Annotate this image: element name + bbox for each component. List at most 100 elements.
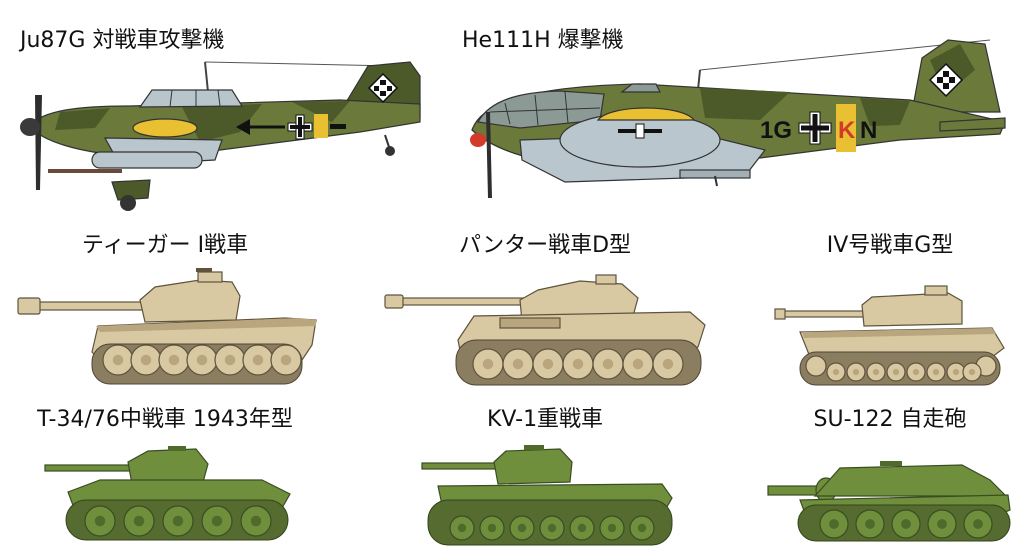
- wing-root-yellow: [132, 118, 198, 138]
- wheel-hub: [133, 515, 145, 527]
- tiger-label: ティーガー I戦車: [81, 233, 249, 258]
- wheel-hub: [952, 368, 960, 376]
- wheel-hub: [852, 368, 860, 376]
- wheel-hub: [224, 354, 236, 366]
- wheel-hub: [457, 523, 467, 533]
- gun-barrel: [781, 310, 867, 318]
- muzzle-brake: [774, 308, 786, 320]
- t-34-76-tank: [44, 446, 291, 541]
- canopy: [138, 89, 244, 108]
- arrow-head: [236, 119, 250, 135]
- turret: [127, 448, 209, 485]
- camouflage-patch: [292, 101, 350, 122]
- unit-code-letter-n: N: [860, 117, 877, 144]
- gun-barrel: [44, 464, 138, 472]
- fender: [802, 328, 996, 338]
- wheel-hub: [572, 358, 584, 370]
- wheel-hub: [542, 358, 554, 370]
- black-bar-marking: [330, 124, 346, 129]
- wheel-hub: [872, 368, 880, 376]
- turret-hatch: [524, 445, 544, 450]
- he111h-aircraft: 1G K N: [470, 39, 1006, 199]
- wheel-hub: [280, 354, 292, 366]
- unit-code-prefix: 1G: [760, 117, 792, 144]
- wheel-hub: [252, 354, 264, 366]
- dorsal-turret: [620, 83, 661, 93]
- spinner: [470, 133, 486, 147]
- road-wheel-set: [449, 515, 655, 541]
- panther-label: パンター戦車D型: [458, 233, 632, 258]
- commander-cupola: [197, 271, 223, 283]
- commander-cupola: [595, 274, 617, 285]
- he111h-label: He111H 爆撃機: [462, 28, 624, 53]
- balkenkreuz-insignia: [287, 114, 313, 140]
- su122-label: SU-122 自走砲: [813, 407, 967, 432]
- wheel-hub: [632, 358, 644, 370]
- wheel-hub: [829, 519, 839, 529]
- spinner: [20, 118, 40, 136]
- road-wheel-set: [826, 362, 982, 382]
- road-wheel-set: [819, 509, 993, 539]
- fender: [96, 318, 316, 332]
- antenna-wire: [204, 61, 396, 67]
- road-wheel-set: [472, 348, 684, 380]
- wheel-hub: [487, 523, 497, 533]
- road-wheel-set: [102, 344, 302, 376]
- wheel-hub: [482, 358, 494, 370]
- engine-cowling-yellow: [596, 107, 696, 121]
- road-wheel-set: [84, 505, 272, 537]
- wheel-hub: [637, 523, 647, 533]
- t34-label: T-34/76中戦車 1943年型: [37, 407, 293, 432]
- antenna-mast: [697, 69, 701, 91]
- gun-barrel: [37, 301, 149, 311]
- turret-hatch: [168, 446, 186, 451]
- propeller: [35, 95, 42, 190]
- ju87g-aircraft: [20, 61, 421, 211]
- camouflage-patch: [860, 98, 910, 126]
- wheel-hub: [112, 354, 124, 366]
- wheel-hub: [577, 523, 587, 533]
- muzzle-brake: [384, 294, 404, 309]
- yellow-fuselage-band: [836, 104, 856, 152]
- antenna-mast: [204, 61, 209, 93]
- roof-hatch: [880, 461, 902, 466]
- turret: [139, 279, 241, 323]
- unit-code-letter-k: K: [838, 117, 856, 144]
- kv-1-tank: [421, 445, 673, 546]
- main-wheel: [120, 195, 136, 211]
- cannon-pod: [91, 151, 203, 169]
- tailplane: [939, 117, 1006, 132]
- engine-nacelle: [559, 112, 721, 168]
- drive-sprocket: [805, 355, 827, 377]
- wheel-hub: [662, 358, 674, 370]
- yellow-fuselage-band: [314, 114, 328, 138]
- wheel-hub: [865, 519, 875, 529]
- wheel-hub: [547, 523, 557, 533]
- canopy-frame: [169, 89, 173, 108]
- wheel-hub: [250, 515, 262, 527]
- nacelle-marking-cross: [635, 123, 645, 139]
- turret: [861, 292, 963, 327]
- diamond-tail-insignia: [928, 62, 964, 98]
- wheel-hub: [94, 515, 106, 527]
- nose-glazing: [477, 90, 605, 129]
- wheel-hub: [517, 523, 527, 533]
- panzer-iv-g-tank: [774, 285, 1005, 386]
- panzer-iv-label: IV号戦車G型: [826, 233, 954, 258]
- machine-gun: [196, 268, 212, 272]
- balkenkreuz-insignia: [798, 111, 832, 145]
- landing-gear-spat: [111, 179, 151, 201]
- wheel-hub: [973, 519, 983, 529]
- wheel-hub: [932, 368, 940, 376]
- wheel-hub: [211, 515, 223, 527]
- gun-barrel: [421, 462, 501, 470]
- glazing-frame: [564, 91, 569, 124]
- gun-barrel: [399, 297, 529, 306]
- wheel-hub: [912, 368, 920, 376]
- wheel-hub: [172, 515, 184, 527]
- superstructure: [813, 464, 1008, 497]
- glazing-frame: [489, 107, 601, 113]
- diamond-tail-insignia: [367, 72, 399, 104]
- su-122-self-propelled-gun: [767, 461, 1011, 542]
